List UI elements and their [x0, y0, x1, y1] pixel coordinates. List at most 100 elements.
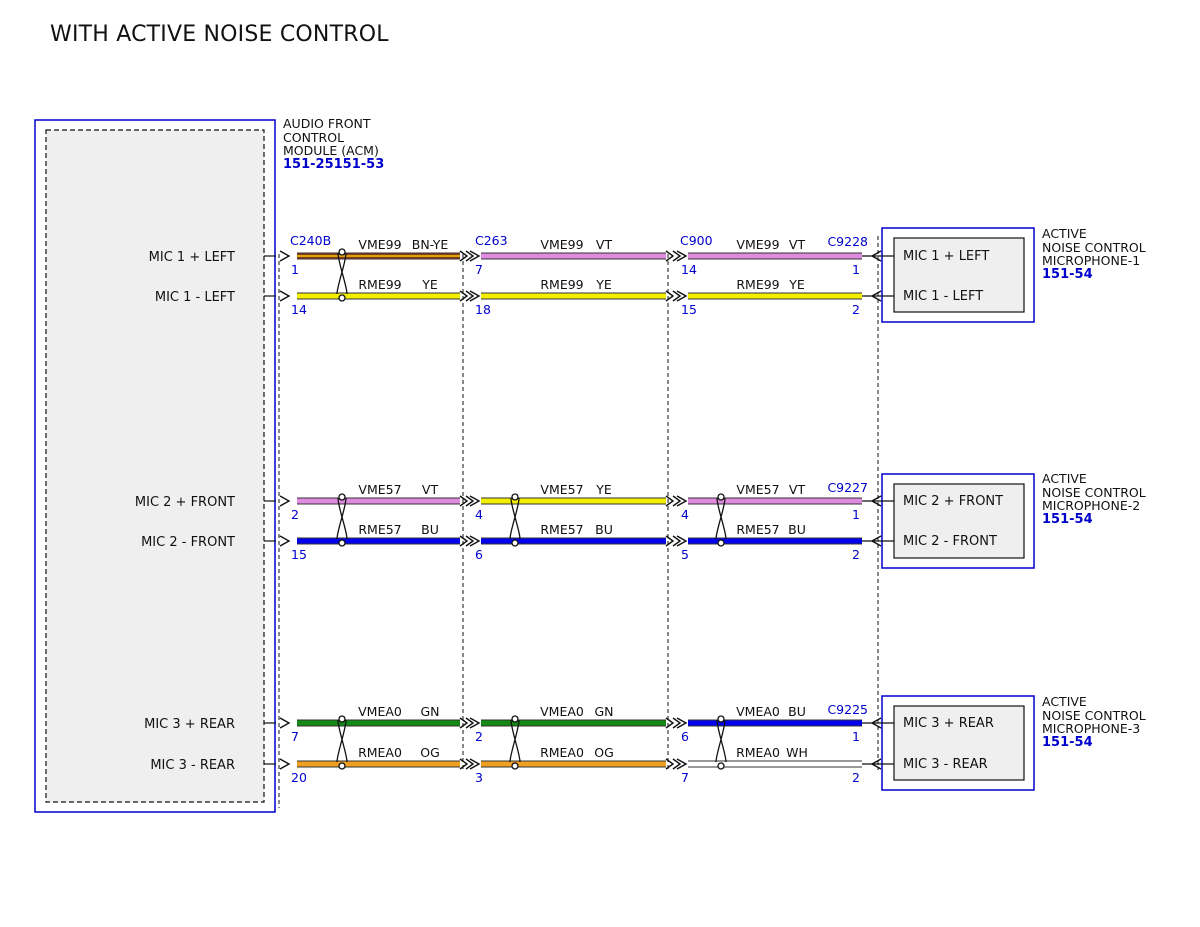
twisted-pair-end: [338, 539, 346, 547]
mic-pin-label: MIC 1 - LEFT: [903, 289, 983, 304]
acm-label-line: AUDIO FRONT: [283, 116, 371, 131]
mic-2-reference-link[interactable]: 151-54: [1042, 512, 1093, 527]
connector-arrow: [469, 758, 481, 770]
twisted-pair-symbol: [715, 719, 727, 763]
mic-module-body: [893, 483, 1025, 559]
connector-arrow: [279, 290, 291, 302]
connector-arrow: [459, 535, 469, 547]
circuit-number: VMEA0: [358, 704, 402, 719]
mic-2-label: ACTIVE NOISE CONTROL MICROPHONE-2: [1042, 472, 1146, 513]
connector-arrow: [672, 535, 682, 547]
mic-pin-number: 2: [852, 547, 860, 562]
wire-color-code: WH: [786, 745, 808, 760]
acm-module-outline: [34, 119, 276, 813]
wire-color-code: YE: [788, 277, 805, 292]
mic-pin-label: MIC 1 + LEFT: [903, 249, 989, 264]
acm-reference-link[interactable]: 151-25151-53: [283, 157, 385, 172]
connector-arrow: [676, 290, 688, 302]
pin-number: 7: [681, 770, 689, 785]
connector-arrow: [465, 495, 475, 507]
pin-number: 20: [291, 770, 307, 785]
mic-3-reference-link[interactable]: 151-54: [1042, 735, 1093, 750]
pin-number: 18: [475, 302, 491, 317]
wire-color-code: BU: [595, 522, 613, 537]
connector-arrow: [465, 250, 475, 262]
wire-color-code: YE: [595, 482, 612, 497]
pin-number: 15: [681, 302, 697, 317]
mic-label-line: MICROPHONE-2: [1042, 498, 1141, 513]
connector-arrow: [672, 717, 682, 729]
connector-arrow: [870, 495, 882, 507]
pin-number: 3: [475, 770, 483, 785]
wire-color-code: VT: [789, 237, 806, 252]
circuit-number: RMEA0: [736, 745, 780, 760]
twisted-pair-symbol: [715, 497, 727, 540]
connector-arrow: [672, 250, 682, 262]
acm-pin-label: MIC 3 + REAR: [144, 717, 235, 732]
wire-color-code: OG: [594, 745, 614, 760]
pin-number: 2: [291, 507, 299, 522]
connector-arrow: [870, 758, 882, 770]
twisted-pair-symbol: [509, 719, 521, 763]
connector-arrow: [665, 535, 675, 547]
mic-pin-label: MIC 3 - REAR: [903, 757, 988, 772]
acm-pin-label: MIC 2 + FRONT: [135, 495, 235, 510]
circuit-number: VME57: [358, 482, 401, 497]
connector-arrow: [279, 535, 291, 547]
pin-number: 7: [291, 729, 299, 744]
mic-label-line: ACTIVE: [1042, 471, 1087, 486]
connector-label: C263: [475, 233, 508, 248]
connector-arrow: [469, 290, 481, 302]
pin-number: 5: [681, 547, 689, 562]
pin-number: 6: [681, 729, 689, 744]
connector-arrow: [672, 290, 682, 302]
wire-color-code: YE: [595, 277, 612, 292]
connector-arrow: [465, 290, 475, 302]
connector-arrow: [459, 250, 469, 262]
circuit-number: RME57: [736, 522, 779, 537]
page-title: WITH ACTIVE NOISE CONTROL: [50, 22, 389, 47]
pin-number: 4: [475, 507, 483, 522]
wire-color-code: VT: [789, 482, 806, 497]
wire-color-code: BN-YE: [412, 237, 449, 252]
circuit-number: RME57: [540, 522, 583, 537]
connector-arrow: [665, 250, 675, 262]
mic-pin-label: MIC 2 + FRONT: [903, 494, 1003, 509]
acm-label-line: MODULE (ACM): [283, 143, 379, 158]
twisted-pair-end: [511, 715, 519, 723]
connector-arrow: [870, 717, 882, 729]
mic-pin-label: MIC 2 - FRONT: [903, 534, 997, 549]
circuit-number: RMEA0: [358, 745, 402, 760]
twisted-pair-symbol: [336, 252, 348, 295]
connector-arrow: [672, 495, 682, 507]
mic-pin-number: 1: [852, 729, 860, 744]
connector-arrow: [469, 717, 481, 729]
wire-color-code: BU: [788, 704, 806, 719]
circuit-number: VME57: [540, 482, 583, 497]
mic-label-line: MICROPHONE-3: [1042, 721, 1141, 736]
wire-color-code: GN: [594, 704, 613, 719]
twisted-pair-end: [338, 493, 346, 501]
circuit-number: RME99: [736, 277, 779, 292]
wire-color-code: GN: [420, 704, 439, 719]
mic-pin-number: 2: [852, 302, 860, 317]
mic-1-reference-link[interactable]: 151-54: [1042, 267, 1093, 282]
twisted-pair-end: [717, 762, 725, 770]
acm-pin-label: MIC 1 + LEFT: [149, 250, 235, 265]
connector-arrow: [870, 290, 882, 302]
acm-label-line: CONTROL: [283, 129, 345, 145]
twisted-pair-end: [717, 539, 725, 547]
twisted-pair-end: [511, 539, 519, 547]
circuit-number: RME57: [358, 522, 401, 537]
connector-label: C900: [680, 233, 713, 248]
twisted-pair-symbol: [509, 497, 521, 540]
connector-arrow: [469, 495, 481, 507]
wire-color-code: VT: [422, 482, 439, 497]
circuit-number: VME99: [540, 237, 583, 252]
connector-arrow: [676, 758, 688, 770]
mic-module-body: [893, 237, 1025, 313]
connector-arrow: [469, 250, 481, 262]
connector-label: C9225: [827, 702, 868, 717]
connector-arrow: [465, 535, 475, 547]
